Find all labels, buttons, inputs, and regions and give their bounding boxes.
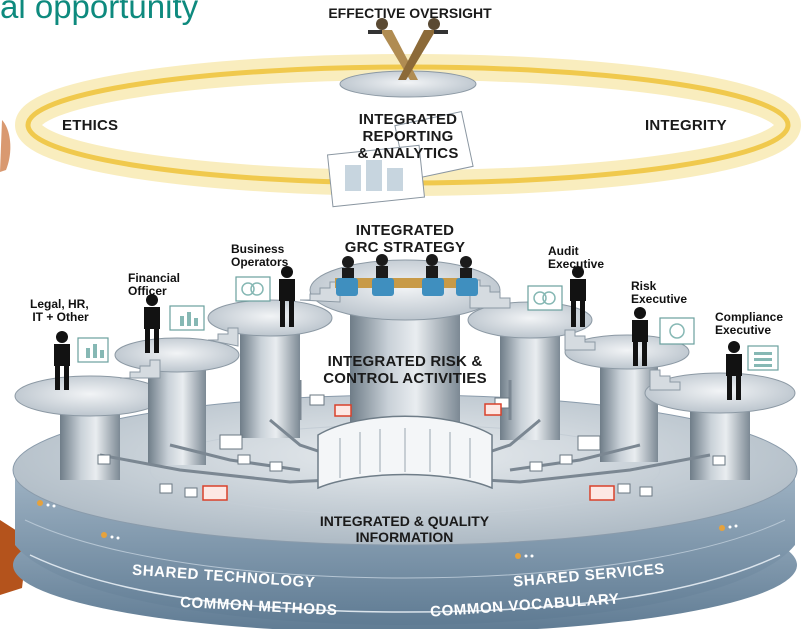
person-compliance-icon [726, 341, 742, 400]
conference-table [335, 278, 475, 288]
risk-control-label: INTEGRATED RISK & CONTROL ACTIVITIES [323, 353, 487, 387]
role-label-risk: Risk Executive [631, 279, 688, 307]
person-business-icon [279, 266, 295, 327]
reporting-analytics-label: INTEGRATED REPORTING & ANALYTICS [357, 111, 459, 162]
role-label-financial: Financial Officer [128, 271, 181, 299]
orange-accent-top [0, 120, 11, 172]
role-label-compliance: Compliance Executive [715, 310, 784, 338]
person-audit-icon [570, 266, 586, 327]
person-financial-icon [144, 294, 160, 353]
circles-panel-icon [527, 285, 563, 311]
report-papers [326, 110, 474, 208]
role-label-audit: Audit Executive [548, 244, 605, 272]
role-label-legal: Legal, HR, IT + Other [30, 297, 89, 325]
gear-panel-icon [659, 317, 695, 345]
person-risk-icon [632, 307, 648, 366]
slide-title-fragment: al opportunity [0, 0, 199, 25]
ethics-label: ETHICS [62, 117, 119, 134]
circles-panel-icon [235, 276, 271, 302]
integrity-label: INTEGRITY [645, 117, 727, 134]
quality-information-label: INTEGRATED & QUALITY INFORMATION [319, 513, 490, 545]
person-legal-icon [54, 331, 70, 390]
effective-oversight-label: EFFECTIVE OVERSIGHT [328, 5, 492, 21]
grc-strategy-label: INTEGRATED GRC STRATEGY [344, 222, 466, 256]
oversight-figures-icon [368, 18, 448, 80]
role-label-business: Business Operators [231, 242, 289, 270]
